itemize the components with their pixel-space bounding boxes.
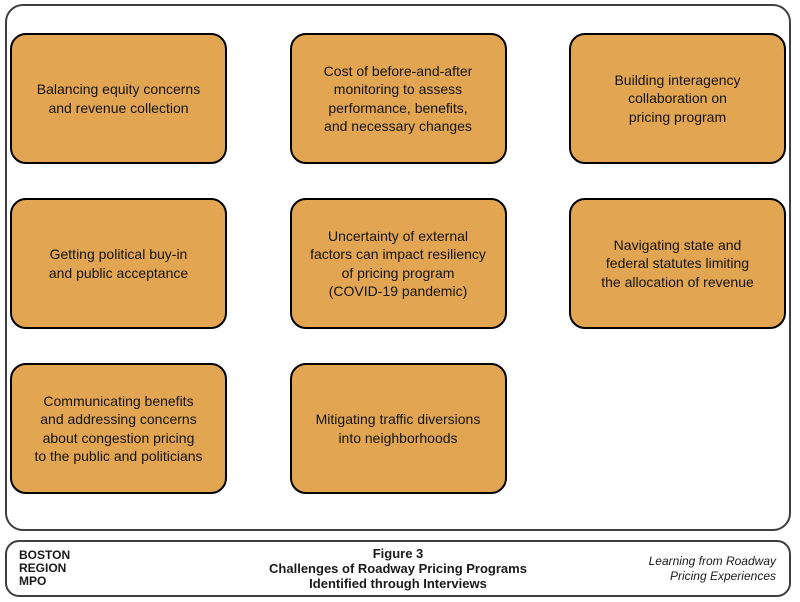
boston-region-mpo-logo: BOSTON REGION MPO <box>19 547 71 589</box>
challenge-box-external-factors: Uncertainty of external factors can impa… <box>289 198 507 329</box>
challenges-grid: Balancing equity concerns and revenue co… <box>7 6 789 494</box>
challenge-box-statutes-revenue: Navigating state and federal statutes li… <box>569 198 786 329</box>
report-title: Learning from Roadway Pricing Experience… <box>648 553 776 583</box>
challenge-box-traffic-diversions: Mitigating traffic diversions into neigh… <box>289 363 507 494</box>
challenge-box-interagency-collaboration: Building interagency collaboration on pr… <box>569 33 786 164</box>
challenge-box-equity-revenue: Balancing equity concerns and revenue co… <box>10 33 227 164</box>
challenge-box-monitoring-cost: Cost of before-and-after monitoring to a… <box>289 33 507 164</box>
challenge-box-communicating-benefits: Communicating benefits and addressing co… <box>10 363 227 494</box>
figure-caption: Figure 3 Challenges of Roadway Pricing P… <box>269 545 527 592</box>
challenges-panel: Balancing equity concerns and revenue co… <box>5 4 791 531</box>
figure-footer: BOSTON REGION MPO Figure 3 Challenges of… <box>5 540 791 597</box>
challenge-box-political-buy-in: Getting political buy-in and public acce… <box>10 198 227 329</box>
